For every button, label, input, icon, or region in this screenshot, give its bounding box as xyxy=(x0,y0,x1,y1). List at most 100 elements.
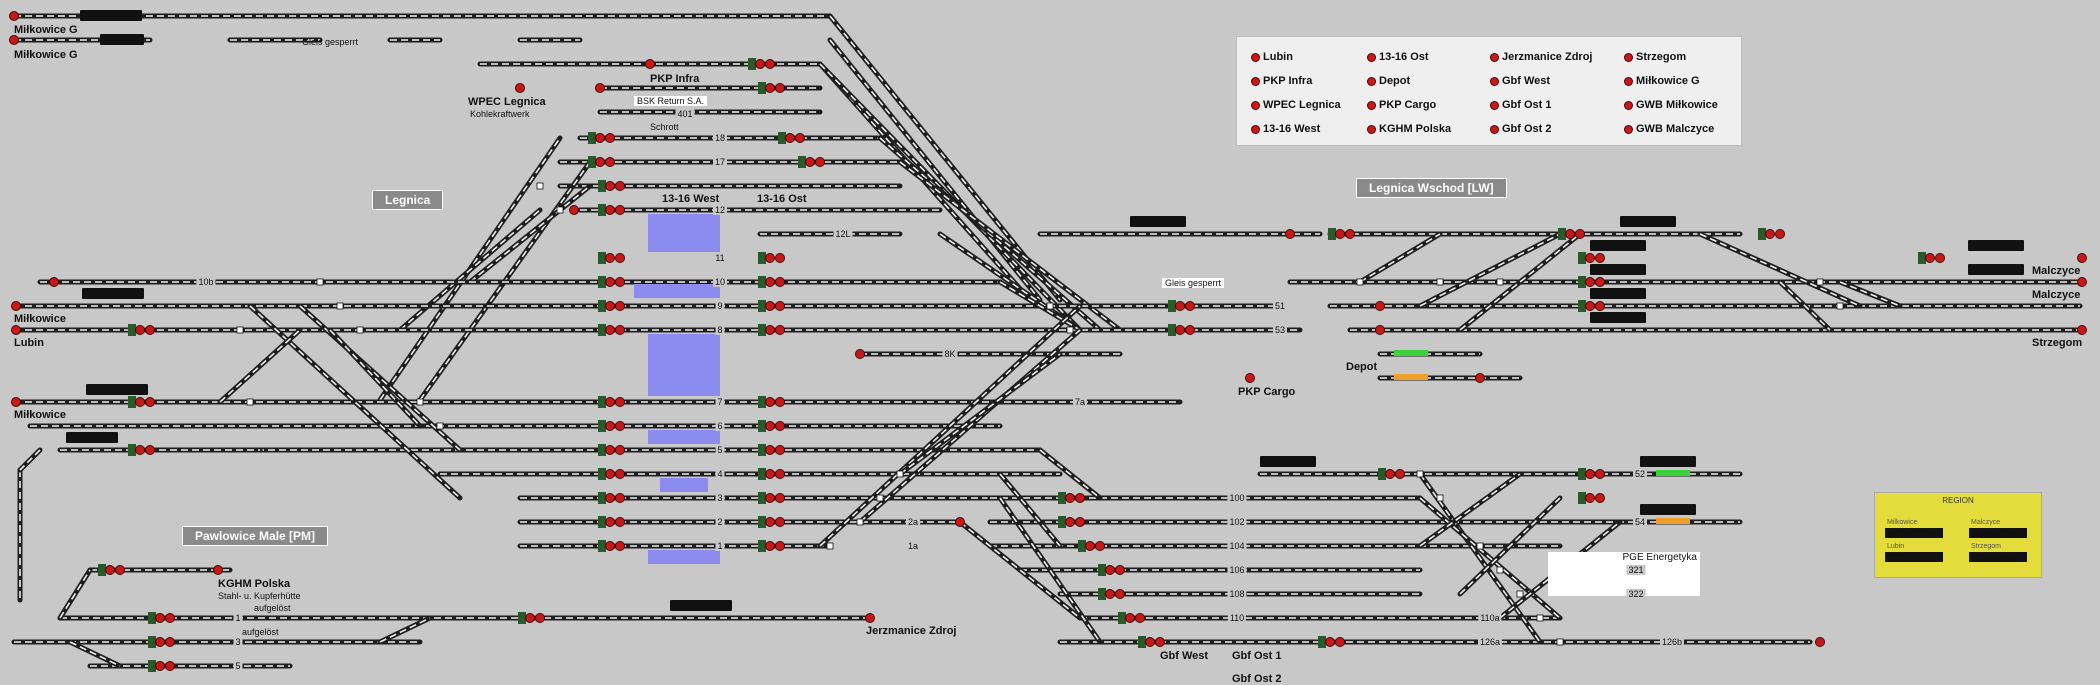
switch-point[interactable] xyxy=(336,302,344,310)
legend-item[interactable]: 13-16 West xyxy=(1251,123,1320,135)
signal-light[interactable] xyxy=(765,493,775,503)
signal-group[interactable] xyxy=(1558,228,1585,240)
signal-light[interactable] xyxy=(213,565,223,575)
legend-item[interactable]: Depot xyxy=(1367,75,1410,87)
signal-light[interactable] xyxy=(1385,469,1395,479)
signal-light[interactable] xyxy=(1925,253,1935,263)
signal-light[interactable] xyxy=(775,301,785,311)
signal-light[interactable] xyxy=(605,157,615,167)
signal-light[interactable] xyxy=(1245,373,1255,383)
signal-group[interactable] xyxy=(1058,492,1085,504)
switch-point[interactable] xyxy=(1046,302,1054,310)
signal-light[interactable] xyxy=(535,613,545,623)
signal-light[interactable] xyxy=(1075,517,1085,527)
signal-group[interactable] xyxy=(1058,516,1085,528)
signal-group[interactable] xyxy=(598,300,625,312)
signal-light[interactable] xyxy=(615,277,625,287)
signal-light[interactable] xyxy=(1565,229,1575,239)
signal-group[interactable] xyxy=(758,82,785,94)
signal-group[interactable] xyxy=(518,612,545,624)
signal-light[interactable] xyxy=(1585,277,1595,287)
signal-light[interactable] xyxy=(855,349,865,359)
signal-light[interactable] xyxy=(605,541,615,551)
signal-group[interactable] xyxy=(748,58,775,70)
switch-point[interactable] xyxy=(826,542,834,550)
signal-group[interactable] xyxy=(598,204,625,216)
switch-point[interactable] xyxy=(856,518,864,526)
signal-light[interactable] xyxy=(595,83,605,93)
signal-light[interactable] xyxy=(775,83,785,93)
signal-light[interactable] xyxy=(1125,613,1135,623)
signal-light[interactable] xyxy=(1595,253,1605,263)
legend-item[interactable]: PKP Cargo xyxy=(1367,99,1436,111)
signal-group[interactable] xyxy=(1578,252,1605,264)
signal-light[interactable] xyxy=(1585,301,1595,311)
signal-group[interactable] xyxy=(598,540,625,552)
signal-light[interactable] xyxy=(615,469,625,479)
signal-group[interactable] xyxy=(758,276,785,288)
signal-light[interactable] xyxy=(755,59,765,69)
switch-point[interactable] xyxy=(1436,494,1444,502)
signal-light[interactable] xyxy=(155,613,165,623)
signal-light[interactable] xyxy=(1345,229,1355,239)
signal-light[interactable] xyxy=(1175,301,1185,311)
signal-group[interactable] xyxy=(598,492,625,504)
signal-light[interactable] xyxy=(595,133,605,143)
region-indicator[interactable] xyxy=(1969,528,2027,538)
signal-light[interactable] xyxy=(135,325,145,335)
signal-light[interactable] xyxy=(9,35,19,45)
signal-light[interactable] xyxy=(765,469,775,479)
legend-item[interactable]: Jerzmanice Zdroj xyxy=(1490,51,1592,63)
signal-light[interactable] xyxy=(765,83,775,93)
signal-light[interactable] xyxy=(615,541,625,551)
signal-light[interactable] xyxy=(1375,325,1385,335)
signal-light[interactable] xyxy=(1145,637,1155,647)
region-indicator[interactable] xyxy=(1885,528,1943,538)
signal-group[interactable] xyxy=(758,516,785,528)
signal-light[interactable] xyxy=(1065,493,1075,503)
signal-group[interactable] xyxy=(1578,300,1605,312)
signal-light[interactable] xyxy=(155,637,165,647)
signal-group[interactable] xyxy=(588,132,615,144)
signal-light[interactable] xyxy=(1595,493,1605,503)
signal-light[interactable] xyxy=(605,301,615,311)
signal-light[interactable] xyxy=(1075,493,1085,503)
legend-item[interactable]: Gbf Ost 1 xyxy=(1490,99,1552,111)
signal-light[interactable] xyxy=(1765,229,1775,239)
switch-point[interactable] xyxy=(416,398,424,406)
signal-light[interactable] xyxy=(1285,229,1295,239)
signal-light[interactable] xyxy=(105,565,115,575)
signal-light[interactable] xyxy=(165,637,175,647)
signal-light[interactable] xyxy=(615,517,625,527)
signal-light[interactable] xyxy=(615,445,625,455)
signal-light[interactable] xyxy=(1085,541,1095,551)
signal-group[interactable] xyxy=(758,300,785,312)
legend-item[interactable]: 13-16 Ost xyxy=(1367,51,1429,63)
signal-group[interactable] xyxy=(758,468,785,480)
signal-group[interactable] xyxy=(598,468,625,480)
signal-group[interactable] xyxy=(128,324,155,336)
signal-light[interactable] xyxy=(1595,277,1605,287)
switch-point[interactable] xyxy=(536,182,544,190)
signal-group[interactable] xyxy=(778,132,805,144)
signal-group[interactable] xyxy=(598,324,625,336)
signal-group[interactable] xyxy=(1118,612,1145,624)
signal-light[interactable] xyxy=(1335,229,1345,239)
signal-group[interactable] xyxy=(758,252,785,264)
switch-point[interactable] xyxy=(1496,566,1504,574)
signal-group[interactable] xyxy=(598,180,625,192)
signal-group[interactable] xyxy=(1578,468,1605,480)
signal-group[interactable] xyxy=(598,420,625,432)
signal-layer[interactable] xyxy=(9,11,2087,673)
signal-light[interactable] xyxy=(1175,325,1185,335)
signal-light[interactable] xyxy=(615,493,625,503)
signal-light[interactable] xyxy=(11,325,21,335)
signal-light[interactable] xyxy=(775,445,785,455)
signal-light[interactable] xyxy=(765,397,775,407)
signal-light[interactable] xyxy=(955,517,965,527)
signal-group[interactable] xyxy=(1168,324,1195,336)
signal-group[interactable] xyxy=(758,444,785,456)
signal-light[interactable] xyxy=(775,493,785,503)
switch-point[interactable] xyxy=(246,398,254,406)
legend-item[interactable]: Miłkowice G xyxy=(1624,75,1700,87)
